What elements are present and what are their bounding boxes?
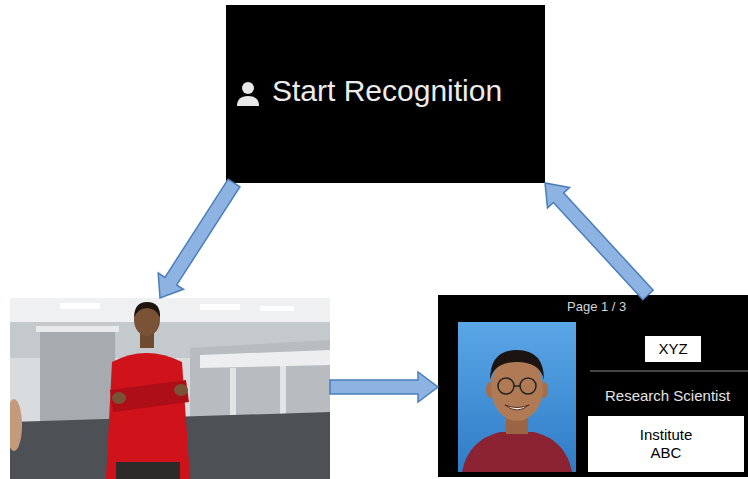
flow-arrow: [545, 183, 653, 300]
person-icon-head: [242, 82, 254, 94]
photo-ceiling: [10, 298, 330, 322]
cubicle-row: [190, 340, 330, 420]
job-title: Research Scientist: [605, 387, 730, 405]
headshot-shirt: [462, 432, 572, 472]
headshot-glasses: [514, 385, 520, 387]
camera-photo: [10, 298, 330, 479]
headshot-glasses: [498, 378, 514, 394]
man-hand: [174, 384, 188, 396]
person-icon-body: [237, 96, 259, 106]
cubicle-partition: [40, 330, 115, 425]
start-screen: Start Recognition: [226, 5, 545, 183]
name-box: XYZ: [645, 336, 701, 362]
headshot-smile: [505, 405, 529, 410]
institute-box: Institute ABC: [588, 416, 744, 472]
headshot-background: [458, 322, 576, 472]
cubicle-post: [280, 366, 286, 418]
man-crossed-arms: [110, 380, 189, 412]
cubicle-frame: [36, 326, 119, 332]
screen-background: [438, 295, 748, 477]
man-hair: [134, 302, 160, 318]
screen-background: [226, 5, 545, 183]
cubicle-desk: [200, 350, 330, 368]
screen-prompt: Start Recognition: [272, 73, 502, 109]
ceiling-light: [260, 306, 294, 311]
flow-arrow: [330, 372, 438, 402]
result-screen: Page 1 / 3 Research Scientist XYZ Institute…: [438, 295, 748, 477]
person-name: XYZ: [658, 340, 687, 358]
man-trousers: [116, 462, 180, 479]
page-indicator: Page 1 / 3: [567, 299, 626, 315]
ceiling-light: [200, 304, 240, 310]
office-photo: [10, 298, 330, 479]
cubicle-post: [230, 368, 236, 418]
photo-wall: [10, 298, 330, 479]
divider-line: [590, 371, 748, 372]
ceiling-light: [60, 303, 100, 309]
headshot-glasses: [520, 378, 536, 394]
flow-arrow: [158, 179, 240, 298]
man-shirt: [106, 353, 190, 479]
institute-name: Institute ABC: [626, 426, 706, 462]
partial-person: [10, 399, 22, 451]
man-hand: [112, 392, 126, 404]
headshot-hair: [490, 350, 544, 380]
